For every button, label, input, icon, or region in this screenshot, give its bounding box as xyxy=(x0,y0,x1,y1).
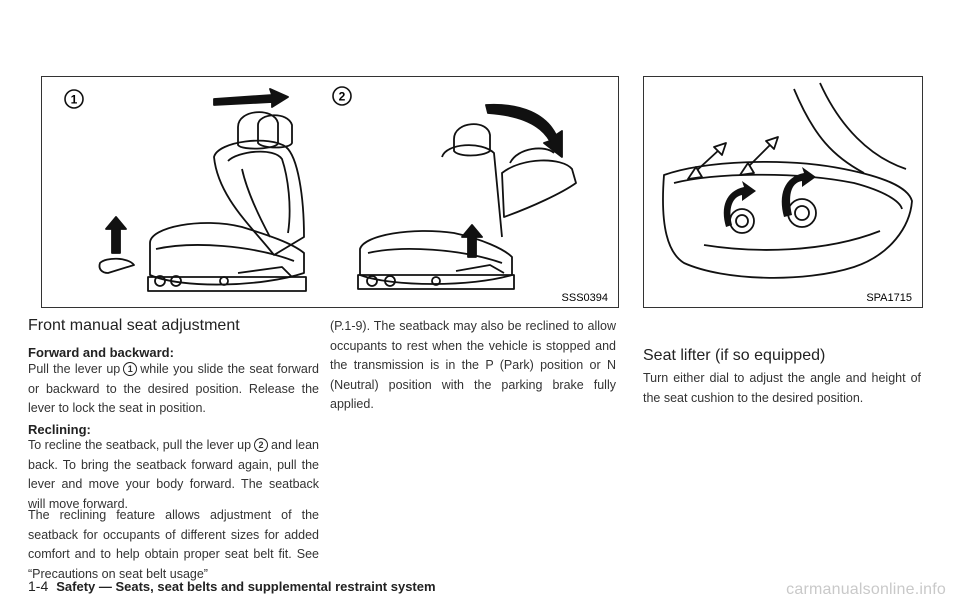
subheading-forward-backward: Forward and backward: xyxy=(28,345,174,360)
page-number: 1-4 xyxy=(28,578,49,594)
figure-panel-seat-adjustment: 1 2 xyxy=(41,76,619,308)
watermark: carmanualsonline.info xyxy=(786,581,946,598)
figure-code-right: SPA1715 xyxy=(866,292,912,304)
paragraph-seat-lifter: Turn either dial to adjust the angle and… xyxy=(643,371,921,405)
callout-ref-2: 2 xyxy=(254,438,269,452)
paragraph-reclining-feature: The reclining feature allows adjustment … xyxy=(28,508,319,581)
figure-code-left: SSS0394 xyxy=(562,292,608,304)
page-footer: 1-4 Safety — Seats, seat belts and supple… xyxy=(28,578,436,594)
text-lean-back: and lean back. To bring the seatback for… xyxy=(28,438,320,511)
callout-label-1: 1 xyxy=(71,93,78,107)
text-slide-seat: while you slide the seat forward or back… xyxy=(28,362,319,415)
rotate-arrow-front xyxy=(723,181,756,227)
callout-circle-1 xyxy=(64,89,84,109)
seat-drawing-2 xyxy=(357,103,577,290)
seat-lifter-illustration: SPA1715 xyxy=(662,82,913,304)
text-recline-pull: To recline the seatback, pull the lever … xyxy=(28,438,252,452)
callout-ref-1: 1 xyxy=(123,362,138,376)
seat-illustration-left: 1 2 xyxy=(64,86,608,304)
rotate-arrow-rear xyxy=(781,167,816,217)
paragraph-recline-continued: (P.1-9). The seatback may also be reclin… xyxy=(330,319,616,411)
section-heading-seat-lifter: Seat lifter (if so equipped) xyxy=(643,347,826,364)
section-heading-front-manual-seat: Front manual seat adjustment xyxy=(28,317,240,334)
figure-panel-seat-lifter: SPA1715 xyxy=(643,76,923,308)
chapter-title: Safety — Seats, seat belts and supplemen… xyxy=(56,579,436,594)
callout-label-2: 2 xyxy=(339,90,346,104)
callout-circle-2 xyxy=(332,86,352,106)
subheading-reclining: Reclining: xyxy=(28,422,91,437)
seat-drawing-1 xyxy=(98,88,307,292)
text-pull-lever: Pull the lever up xyxy=(28,362,121,376)
paragraph-reclining: To recline the seatback, pull the lever … xyxy=(28,436,319,514)
